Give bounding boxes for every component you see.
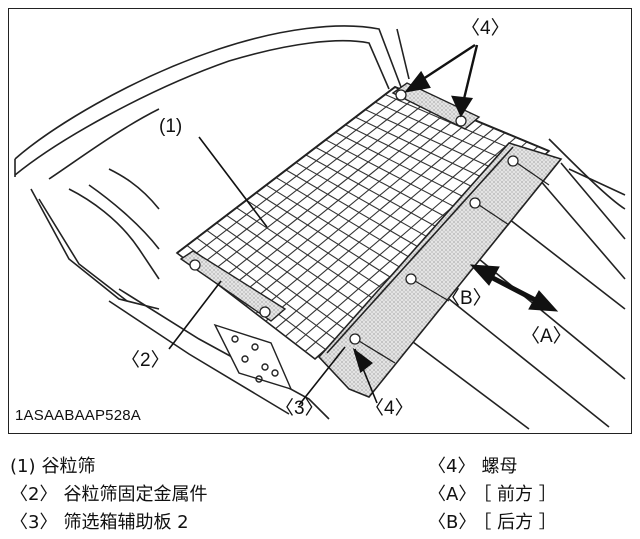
- callout-front: 〈A〉: [521, 326, 572, 347]
- machine-body: [14, 25, 626, 430]
- callout-auxiliary-plate: 〈3〉: [275, 398, 324, 419]
- nut-pointer-arrows: [352, 43, 479, 374]
- legend-code: 〈A〉: [428, 484, 477, 505]
- legend-item: 〈A〉［ 前方 ］: [428, 480, 557, 506]
- legend: (1)谷粒筛 〈2〉谷粒筛固定金属件 〈3〉筛选箱辅助板 2 〈4〉螺母 〈A〉…: [8, 446, 632, 536]
- callout-rear: 〈B〉: [441, 288, 492, 309]
- legend-code: 〈3〉: [10, 512, 58, 533]
- legend-code: 〈2〉: [10, 484, 58, 505]
- legend-code: 〈4〉: [428, 456, 476, 477]
- callout-nut-bottom: 〈4〉: [365, 398, 414, 419]
- legend-item: 〈4〉螺母: [428, 452, 517, 478]
- top-bracket: [391, 82, 481, 130]
- callout-nut-top: 〈4〉: [461, 18, 510, 39]
- sieve-box-auxiliary-plate: [317, 142, 563, 398]
- callout-sieve: (1): [159, 116, 183, 137]
- legend-item: 〈3〉筛选箱辅助板 2: [10, 508, 189, 534]
- legend-item: (1)谷粒筛: [10, 452, 96, 478]
- legend-text: 谷粒筛: [41, 456, 96, 477]
- callout-fixing-bracket: 〈2〉: [121, 350, 170, 371]
- grain-sieve-drawing: [14, 25, 626, 430]
- sieve-fixing-bracket: [179, 250, 287, 322]
- legend-item: 〈2〉谷粒筛固定金属件: [10, 480, 207, 506]
- figure-code: 1ASAABAAP528A: [15, 407, 142, 424]
- side-frame: [213, 323, 293, 391]
- legend-item: 〈B〉［ 后方 ］: [428, 508, 557, 534]
- technical-illustration: (1) 〈2〉 〈3〉 〈4〉 〈4〉 〈A〉 〈B〉 1ASAABAAP528…: [8, 8, 632, 434]
- legend-code: (1): [10, 456, 36, 477]
- legend-text: 螺母: [481, 456, 518, 477]
- legend-code: 〈B〉: [428, 512, 477, 533]
- legend-text: 筛选箱辅助板 2: [63, 512, 189, 533]
- legend-text: ［ 前方 ］: [482, 484, 557, 505]
- legend-text: ［ 后方 ］: [482, 512, 557, 533]
- direction-double-arrow: [469, 264, 559, 312]
- legend-text: 谷粒筛固定金属件: [63, 484, 208, 505]
